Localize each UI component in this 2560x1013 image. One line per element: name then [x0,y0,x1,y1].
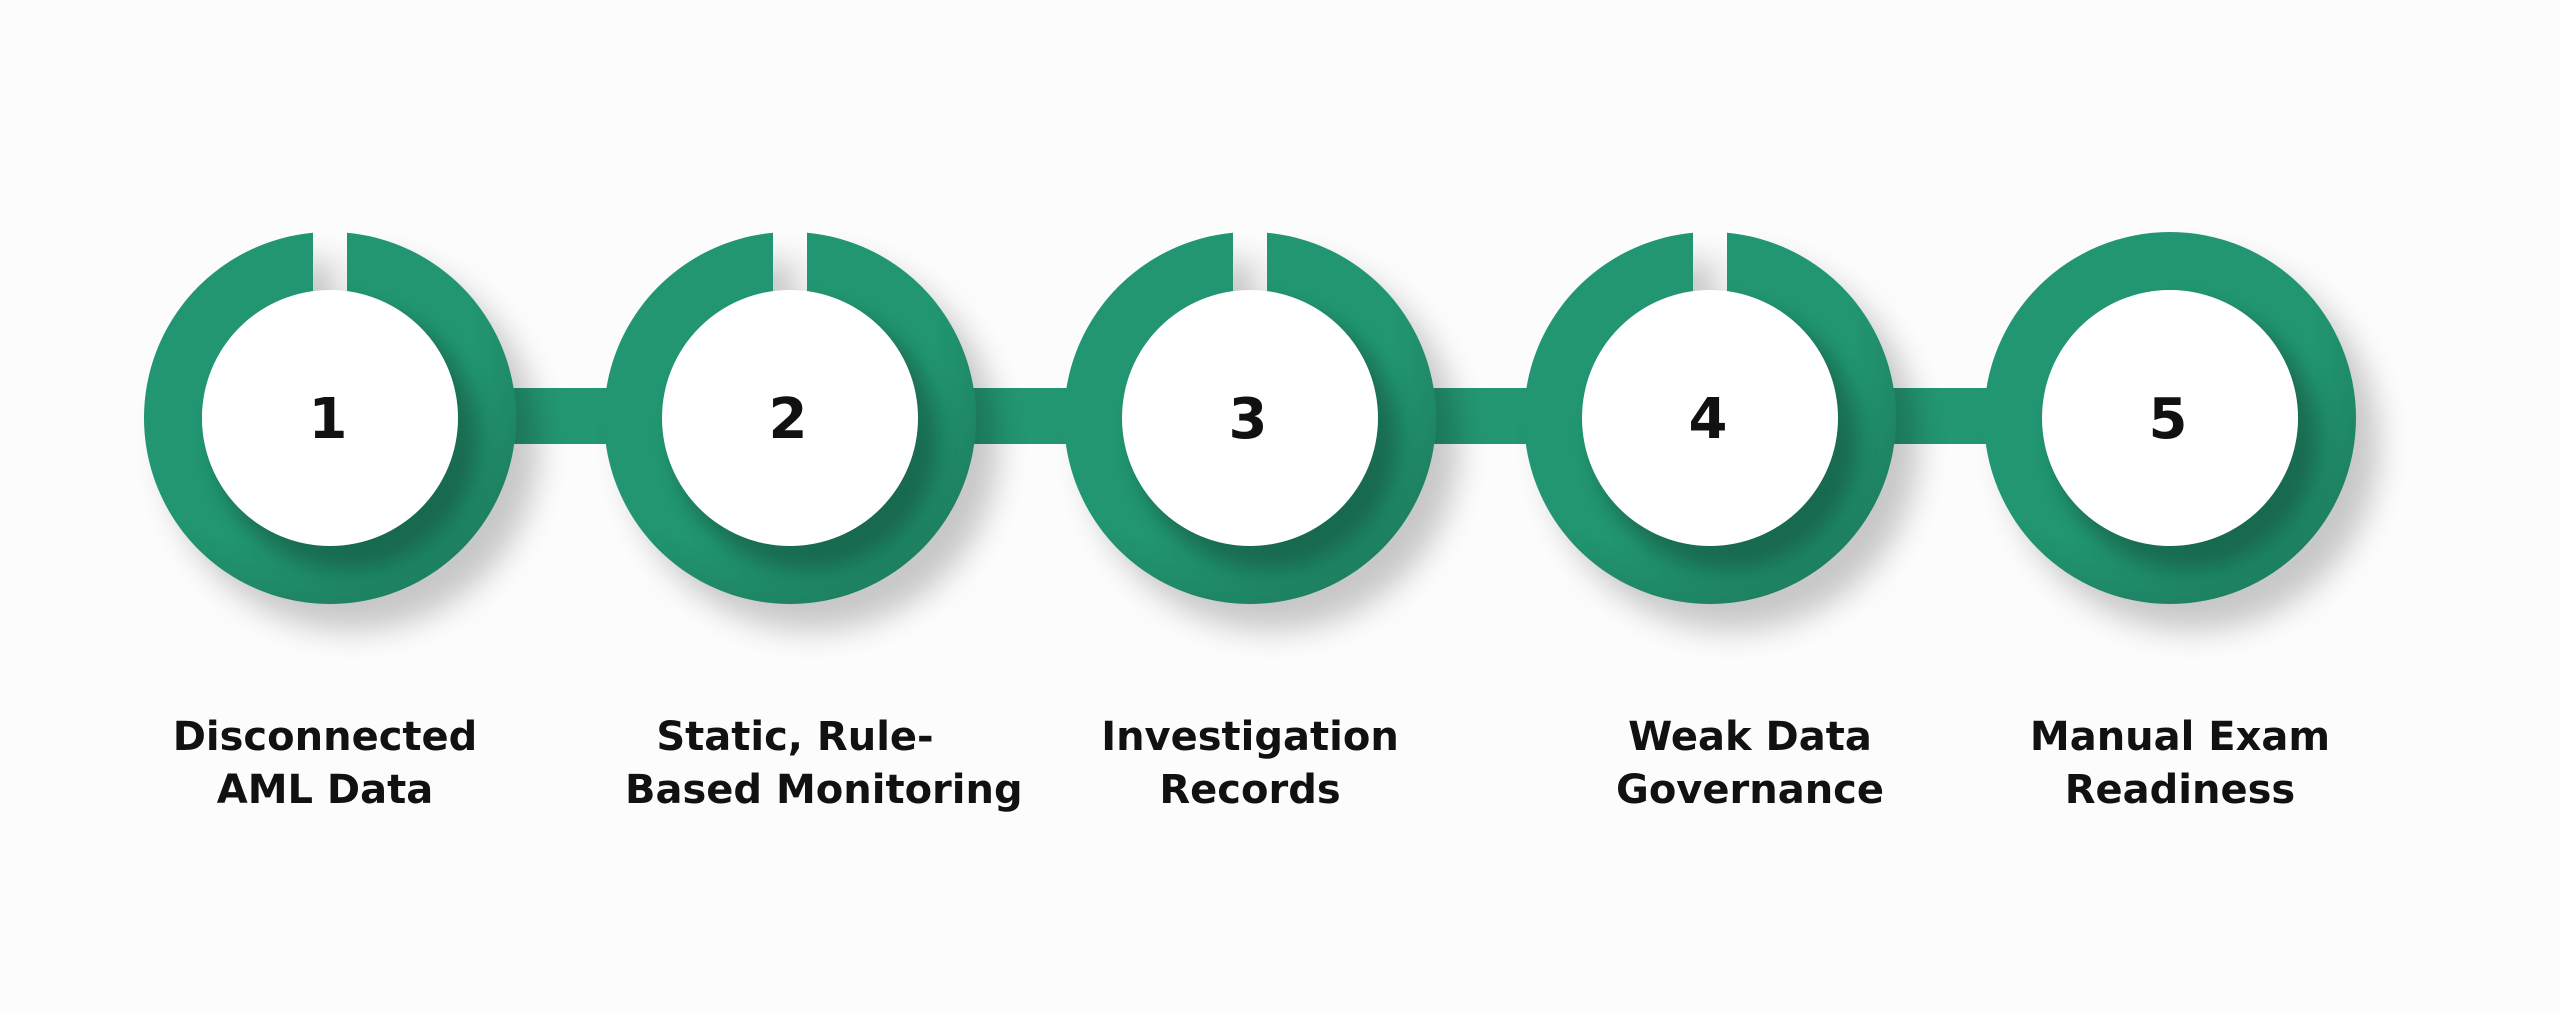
step-center-disc [2042,290,2298,546]
step-label-line: Disconnected [172,714,478,760]
step-label-line: Static, Rule- [656,714,934,760]
step-label-line: Manual Exam [2029,714,2331,760]
step-ring-4: 4 [1524,232,1896,604]
step-label-line: Investigation [1101,714,1399,760]
step-label-line: Governance [1615,767,1885,813]
step-label-line: Readiness [2064,767,2296,813]
step-label-line: Weak Data [1628,714,1872,760]
step-ring-2: 2 [603,232,976,604]
step-number: 1 [309,387,348,452]
step-center-disc [202,290,458,546]
step-ring-1: 1 [144,232,516,604]
step-center-disc [1582,290,1838,546]
step-number: 4 [1689,387,1728,452]
step-number: 3 [1229,387,1268,452]
step-label-line: Based Monitoring [625,767,1023,813]
step-label-line: Records [1159,767,1341,813]
step-ring-5: 5 [1984,232,2356,604]
step-label-2: Static, Rule- Based Monitoring [625,711,1023,817]
step-label-line: AML Data [216,767,434,813]
step-ring-3: 3 [1064,232,1436,604]
ring-group: 1 2 3 4 5 [144,232,2356,604]
step-number: 5 [2149,387,2188,452]
step-center-disc [1122,290,1378,546]
step-center-disc [662,290,918,546]
step-number: 2 [769,387,808,452]
